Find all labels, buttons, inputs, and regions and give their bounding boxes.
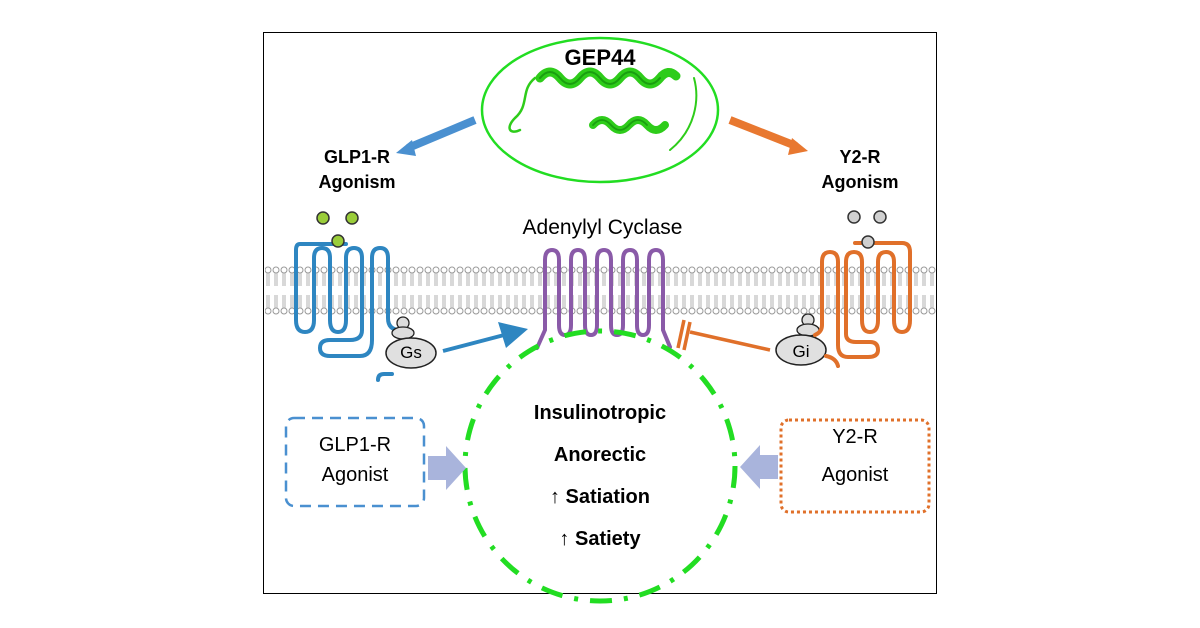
effect-item: Anorectic [553,444,647,466]
effects-list: Insulinotropic Anorectic ↑ Satiation ↑ S… [500,392,700,560]
effect-item: ↑ Satiation [549,486,650,508]
arrow-to-y2r [728,116,808,155]
glp1r-agonist-label: GLP1-R Agonist [285,430,425,490]
gs-activation-arrow [442,322,528,353]
glp1r-agonist-arrow [428,446,466,490]
y2r-agonist-line2: Agonist [821,464,889,486]
glp1-receptor [294,242,402,382]
gi-label: Gi [792,342,810,361]
cell-membrane [265,266,936,316]
glp1r-agonist-line1: GLP1-R [318,434,392,456]
y2r-agonism-line2: Agonism [821,172,899,192]
glp1r-agonism-label: GLP1-R Agonism [292,145,422,195]
arrow-to-glp1r [396,116,477,156]
gs-protein-icon [385,316,437,369]
effects-circle [462,328,738,604]
y2r-agonist-arrow [740,445,778,489]
y2-ligand [847,210,861,224]
y2r-agonist-box [779,418,931,514]
gep44-ellipse [480,36,720,184]
y2r-agonism-line1: Y2-R [839,147,881,167]
gs-label: Gs [400,343,422,362]
effect-item: Insulinotropic [533,402,667,424]
gep44-title: GEP44 [564,45,636,70]
adenylyl-cyclase-label: Adenylyl Cyclase [522,216,683,239]
glp1r-agonist-box [284,416,426,508]
y2-receptor [813,241,912,368]
gi-inhibition-bar [676,319,771,352]
glp1r-agonism-line1: GLP1-R [323,147,390,167]
gi-protein-icon [775,313,827,366]
gep44-peptide-structure-icon [508,67,698,151]
y2r-agonist-label: Y2-R Agonist [780,418,930,494]
y2-ligand [873,210,887,224]
y2-ligand-bound [861,235,875,249]
y2r-agonism-label: Y2-R Agonism [790,145,930,195]
glp1-ligand-bound [331,234,345,248]
glp1r-agonist-line2: Agonist [321,464,389,486]
glp1-ligand [316,211,330,225]
glp1r-agonism-line2: Agonism [318,172,396,192]
effect-item: ↑ Satiety [559,528,641,550]
y2r-agonist-line1: Y2-R [832,426,878,448]
glp1-ligand [345,211,359,225]
